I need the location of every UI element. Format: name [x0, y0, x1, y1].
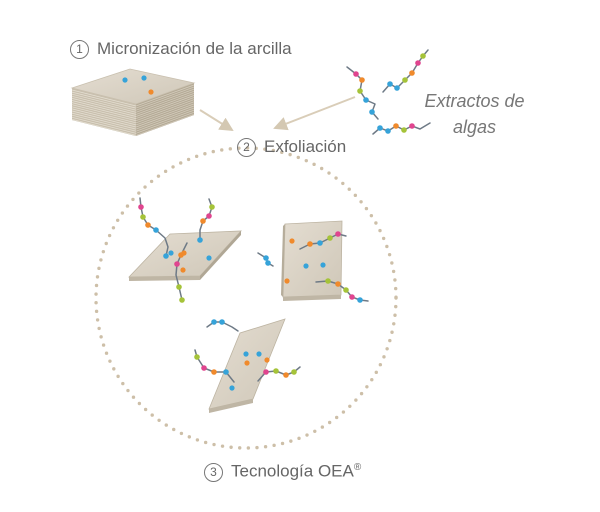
step-2-label: 2 Exfoliación: [237, 137, 346, 157]
step-2-number: 2: [237, 138, 256, 157]
exfoliated-plate-bottom: [208, 318, 286, 413]
step-3-number: 3: [204, 462, 223, 482]
plate-dots: [168, 238, 326, 391]
step-1-label: 1 Micronización de la arcilla: [70, 39, 292, 59]
exfoliated-plate-right: [281, 220, 343, 301]
algae-label-line2: algas: [452, 117, 497, 137]
step-3-label: 3 Tecnología OEA®: [204, 458, 361, 482]
step-3-text: Tecnología OEA: [231, 461, 354, 481]
algae-label: Extractos de algas: [412, 88, 537, 140]
step-1-number: 1: [70, 40, 89, 59]
registered-mark: ®: [353, 462, 362, 473]
algae-label-line1: Extractos de: [424, 91, 525, 111]
algae-extract-chains: [346, 49, 431, 135]
clay-stack-icon: [70, 68, 196, 136]
arrow-from-algae: [273, 96, 356, 131]
step-1-text: Micronización de la arcilla: [97, 39, 292, 58]
exfoliated-plate-left: [128, 230, 242, 281]
arrow-from-clay: [199, 109, 234, 132]
step-2-text: Exfoliación: [264, 137, 347, 156]
dotted-circle-boundary: [94, 146, 398, 450]
